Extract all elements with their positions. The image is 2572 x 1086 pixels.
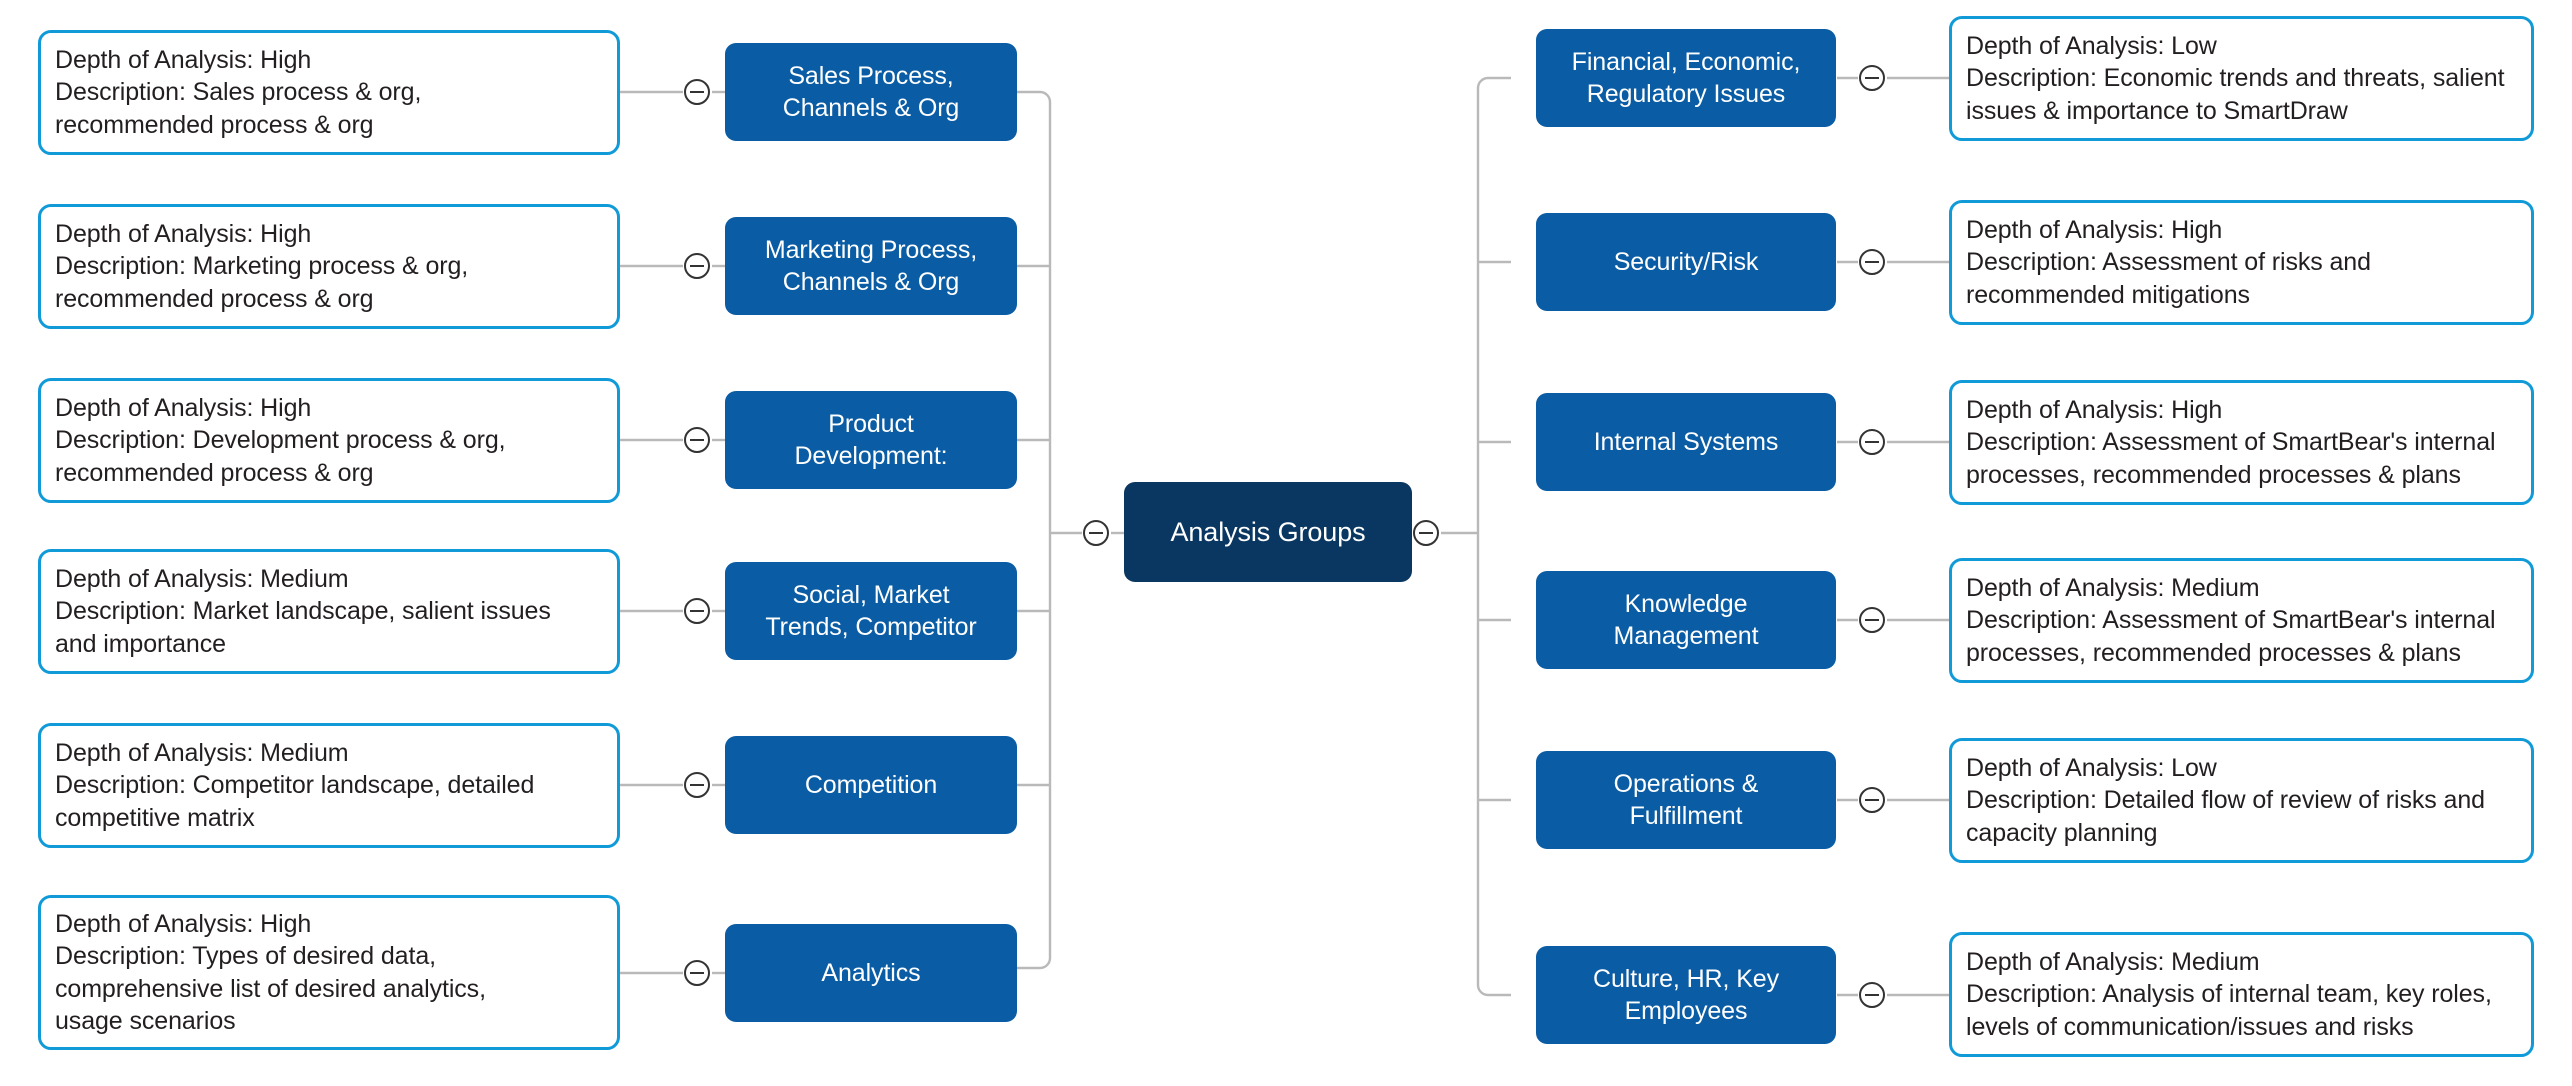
minus-circle-icon[interactable] bbox=[1859, 249, 1885, 275]
topic-label: Sales Process, Channels & Org bbox=[782, 62, 960, 122]
topic-box[interactable]: Competition bbox=[725, 736, 1017, 834]
description-box[interactable]: Depth of Analysis: High Description: Mar… bbox=[38, 204, 620, 329]
topic-box[interactable]: Analytics bbox=[725, 924, 1017, 1022]
root-label: Analysis Groups bbox=[1170, 516, 1366, 547]
description-box[interactable]: Depth of Analysis: High Description: Ass… bbox=[1949, 380, 2534, 505]
description-text: Depth of Analysis: Medium Description: A… bbox=[1966, 947, 2492, 1041]
minus-circle-icon[interactable] bbox=[1859, 65, 1885, 91]
description-box[interactable]: Depth of Analysis: Medium Description: M… bbox=[38, 549, 620, 674]
description-text: Depth of Analysis: Low Description: Econ… bbox=[1966, 31, 2505, 125]
description-text: Depth of Analysis: High Description: Typ… bbox=[55, 909, 486, 1036]
minus-circle-icon[interactable] bbox=[684, 253, 710, 279]
topic-box[interactable]: Financial, Economic, Regulatory Issues bbox=[1536, 29, 1836, 127]
minus-circle-icon[interactable] bbox=[1859, 982, 1885, 1008]
minus-circle-icon[interactable] bbox=[1859, 607, 1885, 633]
topic-box[interactable]: Product Development: bbox=[725, 391, 1017, 489]
description-text: Depth of Analysis: High Description: Ass… bbox=[1966, 215, 2371, 309]
description-text: Depth of Analysis: Low Description: Deta… bbox=[1966, 753, 2485, 847]
minus-circle-icon[interactable] bbox=[684, 427, 710, 453]
topic-label: Marketing Process, Channels & Org bbox=[764, 236, 978, 296]
topic-label: Security/Risk bbox=[1613, 248, 1759, 276]
description-box[interactable]: Depth of Analysis: Medium Description: C… bbox=[38, 723, 620, 848]
topic-box[interactable]: Sales Process, Channels & Org bbox=[725, 43, 1017, 141]
minus-circle-icon[interactable] bbox=[684, 960, 710, 986]
description-box[interactable]: Depth of Analysis: High Description: Ass… bbox=[1949, 200, 2534, 325]
description-box[interactable]: Depth of Analysis: Medium Description: A… bbox=[1949, 932, 2534, 1057]
topic-label: Competition bbox=[804, 771, 938, 799]
root-node[interactable]: Analysis Groups bbox=[1124, 482, 1412, 582]
topic-label: Analytics bbox=[821, 959, 921, 987]
description-text: Depth of Analysis: Medium Description: A… bbox=[1966, 573, 2496, 667]
topic-box[interactable]: Internal Systems bbox=[1536, 393, 1836, 491]
description-box[interactable]: Depth of Analysis: Medium Description: A… bbox=[1949, 558, 2534, 683]
topic-box[interactable]: Security/Risk bbox=[1536, 213, 1836, 311]
minus-circle-icon[interactable] bbox=[684, 772, 710, 798]
topic-box[interactable]: Culture, HR, Key Employees bbox=[1536, 946, 1836, 1044]
description-box[interactable]: Depth of Analysis: Low Description: Econ… bbox=[1949, 16, 2534, 141]
description-text: Depth of Analysis: High Description: Ass… bbox=[1966, 395, 2496, 489]
description-text: Depth of Analysis: Medium Description: M… bbox=[55, 564, 551, 658]
description-text: Depth of Analysis: High Description: Mar… bbox=[55, 219, 469, 313]
minus-circle-icon-root-left[interactable] bbox=[1083, 520, 1109, 546]
topic-label: Knowledge Management bbox=[1613, 590, 1759, 650]
minus-circle-icon[interactable] bbox=[1859, 787, 1885, 813]
topic-box[interactable]: Knowledge Management bbox=[1536, 571, 1836, 669]
minus-circle-icon[interactable] bbox=[684, 598, 710, 624]
description-text: Depth of Analysis: High Description: Dev… bbox=[55, 393, 506, 487]
topic-label: Social, Market Trends, Competitor bbox=[765, 581, 977, 641]
topic-label: Operations & Fulfillment bbox=[1613, 770, 1759, 830]
topic-label: Product Development: bbox=[794, 410, 948, 470]
description-text: Depth of Analysis: Medium Description: C… bbox=[55, 738, 535, 832]
minus-circle-icon[interactable] bbox=[684, 79, 710, 105]
description-box[interactable]: Depth of Analysis: High Description: Sal… bbox=[38, 30, 620, 155]
minus-circle-icon-root-right[interactable] bbox=[1413, 520, 1439, 546]
topic-box[interactable]: Marketing Process, Channels & Org bbox=[725, 217, 1017, 315]
description-text: Depth of Analysis: High Description: Sal… bbox=[55, 45, 422, 139]
description-box[interactable]: Depth of Analysis: Low Description: Deta… bbox=[1949, 738, 2534, 863]
description-box[interactable]: Depth of Analysis: High Description: Typ… bbox=[38, 895, 620, 1050]
description-box[interactable]: Depth of Analysis: High Description: Dev… bbox=[38, 378, 620, 503]
topic-box[interactable]: Social, Market Trends, Competitor bbox=[725, 562, 1017, 660]
topic-label: Culture, HR, Key Employees bbox=[1593, 965, 1779, 1025]
topic-box[interactable]: Operations & Fulfillment bbox=[1536, 751, 1836, 849]
topic-label: Financial, Economic, Regulatory Issues bbox=[1571, 48, 1801, 108]
minus-circle-icon[interactable] bbox=[1859, 429, 1885, 455]
topic-label: Internal Systems bbox=[1593, 428, 1779, 456]
